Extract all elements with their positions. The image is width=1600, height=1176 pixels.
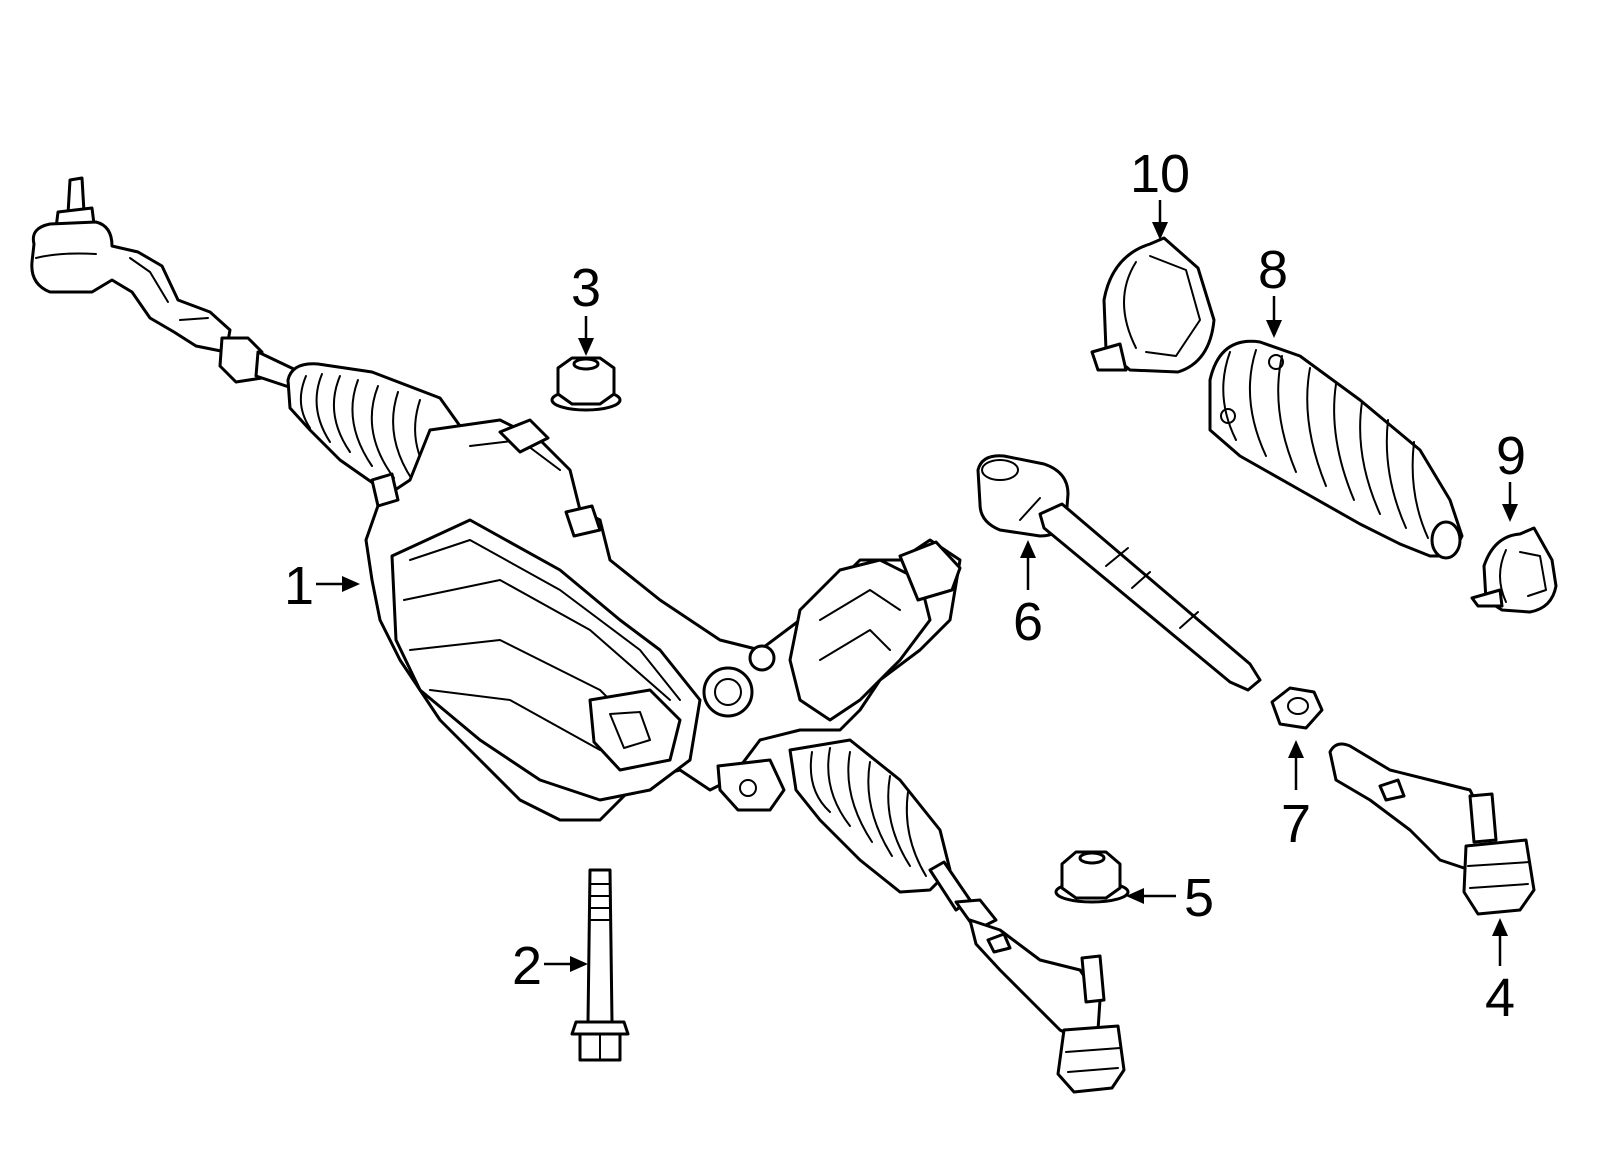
callout-1: 1 [284,556,360,616]
flange-nut-upper [550,356,622,412]
callout-9: 9 [1496,426,1526,522]
steering-gear-assembly [30,176,1126,1094]
callout-2: 2 [512,936,588,996]
callout-4: 4 [1485,918,1515,1028]
callout-label: 9 [1496,426,1526,486]
large-boot-clamp [1090,236,1216,374]
callout-label: 10 [1130,144,1190,204]
left-tie-rod-end [30,176,232,354]
jam-nut [1270,686,1324,730]
right-bellows [788,738,952,894]
flange-nut-lower [1054,850,1130,904]
bellows-boot [1208,339,1464,560]
inner-tie-rod [976,454,1262,692]
callout-6: 6 [1013,540,1043,652]
right-tie-rod-end [968,918,1126,1094]
callout-label: 4 [1485,968,1515,1028]
callout-label: 3 [571,258,601,318]
callout-5: 5 [1126,868,1214,928]
outer-tie-rod-end [1328,742,1536,916]
callout-7: 7 [1281,740,1311,854]
callout-label: 7 [1281,794,1311,854]
callout-3: 3 [571,258,601,356]
callout-label: 8 [1258,240,1288,300]
mounting-bolt [570,868,630,1062]
callout-label: 1 [284,556,314,616]
gear-housing [364,418,962,822]
callout-label: 6 [1013,592,1043,652]
callout-8: 8 [1258,240,1288,338]
callout-10: 10 [1130,144,1190,240]
callout-label: 5 [1184,868,1214,928]
callout-label: 2 [512,936,542,996]
small-boot-clamp [1470,526,1558,614]
